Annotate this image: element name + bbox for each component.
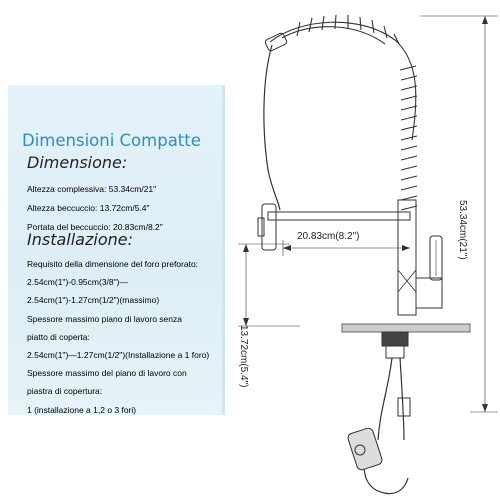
body-detail (397, 269, 417, 293)
install-line: Spessore massimo piano di lavoro senza (27, 313, 182, 324)
dimension-line-spout-reach: Portata del beccuccio: 20.83cm/8.2" (27, 222, 163, 232)
overall-height-label: 53.34cm(21") (457, 200, 468, 260)
faucet-body (397, 199, 417, 316)
hose-connector (397, 397, 411, 417)
install-line: 2.54cm(1")-1.27cm(1/2")(massimo) (27, 295, 160, 306)
supply-hose-left (377, 357, 393, 441)
supply-hose-right (399, 357, 405, 441)
sprayer-button (257, 217, 265, 237)
arrow-down-small (243, 318, 249, 326)
handle-base (415, 277, 443, 309)
dimension-heading: Dimensione: (27, 153, 128, 172)
install-line: Requisito della dimensione del foro pref… (27, 259, 199, 269)
install-heading: Installazione: (27, 230, 133, 249)
install-line: 2.54cm(1")—1.27cm(1/2")(Installazione a … (27, 349, 210, 360)
mounting-nut (381, 331, 409, 347)
dimension-line-spout-height: Altezza beccuccio: 13.72cm/5.4" (27, 203, 150, 213)
sprayer-head-top (264, 32, 288, 52)
arrow-down (482, 404, 488, 412)
arrow-left (283, 245, 291, 251)
install-line: 1 (installazione a 1,2 o 3 fori) (27, 404, 137, 415)
dimension-line-overall: Altezza complessiva: 53.34cm/21" (27, 184, 157, 194)
shank (385, 345, 405, 359)
dimension-list: Altezza complessiva: 53.34cm/21" Altezza… (27, 182, 163, 239)
arrow-up-small (243, 244, 249, 252)
arrow-up (482, 16, 488, 24)
info-panel (8, 85, 222, 415)
install-list: Requisito della dimensione del foro pref… (27, 257, 209, 421)
arrow-right (402, 245, 410, 251)
install-line: piatto di coperta: (27, 331, 90, 342)
install-line: piastra di copertura: (27, 386, 103, 397)
handle-lever (429, 235, 443, 281)
install-line: Spessore massimo del piano di lavoro con (27, 368, 187, 379)
countertop (341, 323, 471, 333)
panel-title: Dimensioni Compatte (22, 131, 201, 150)
sprayer-holder (261, 203, 277, 251)
spout-height-label: 13.72cm(5.4") (238, 325, 249, 388)
sprayer-nozzle (354, 444, 366, 456)
install-line: 2.54cm(1")-0.95cm(3/8")— (27, 277, 128, 288)
hose (263, 44, 281, 211)
spout-arm (267, 211, 411, 221)
spout-reach-label: 20.83cm(8.2") (297, 231, 360, 242)
spring-coil (269, 14, 418, 211)
info-panel-edge (222, 85, 225, 415)
